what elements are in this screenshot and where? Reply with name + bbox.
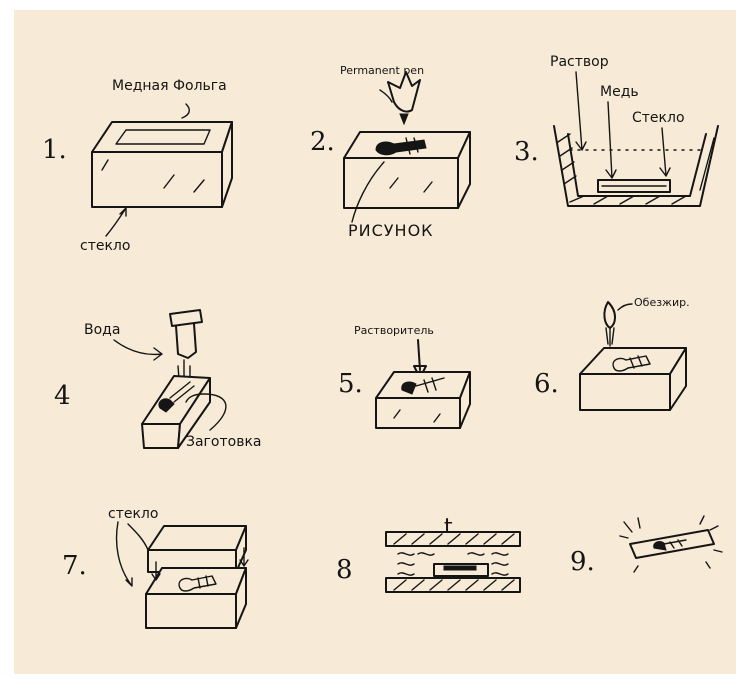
step-2: 2. Permanent pen РИСУНОК — [310, 64, 470, 240]
water-arrow — [114, 340, 162, 360]
step-9: 9. — [570, 516, 722, 577]
copper-label: Медь — [600, 84, 639, 100]
glass-label: стекло — [108, 506, 158, 522]
foil-arrow — [182, 104, 189, 118]
instruction-sheet: 1. Медная Фольга стекло 2. Permanent pen — [14, 10, 736, 674]
solution-label: Раствор — [550, 54, 609, 70]
steps-illustration: 1. Медная Фольга стекло 2. Permanent pen — [14, 10, 736, 674]
tray-icon — [554, 126, 718, 206]
glass-arrow-top — [128, 524, 148, 550]
pen-label: Permanent pen — [340, 64, 424, 77]
step-6-number: 6. — [534, 369, 559, 399]
step-5: 5. Растворитель — [338, 324, 470, 428]
step-1-number: 1. — [42, 135, 67, 165]
solution-arrow — [576, 72, 586, 150]
brush-icon — [604, 302, 615, 346]
glass-block-icon — [344, 132, 470, 208]
water-label: Вода — [84, 322, 120, 338]
step-8: 8 t — [336, 515, 520, 592]
degrease-arrow — [618, 304, 632, 310]
step-3: 3. Раствор Медь Стекло — [514, 54, 718, 206]
step-6: 6. Обезжир. — [534, 296, 690, 410]
degrease-label: Обезжир. — [634, 296, 690, 309]
press-icon — [386, 532, 520, 592]
step-1: 1. Медная Фольга стекло — [42, 78, 232, 254]
drawing-label: РИСУНОК — [348, 221, 434, 240]
bottom-glass-icon — [146, 568, 246, 628]
solvent-label: Растворитель — [354, 324, 434, 337]
glass-arrow — [660, 128, 670, 176]
step-4-number: 4 — [54, 381, 71, 411]
step-7: 7. стекло — [62, 506, 248, 628]
glass-label: Стекло — [632, 110, 685, 126]
step-8-number: 8 — [336, 555, 353, 585]
glass-arrow — [106, 208, 126, 236]
step-2-number: 2. — [310, 127, 335, 157]
blank-label: Заготовка — [186, 434, 261, 450]
step-3-number: 3. — [514, 137, 539, 167]
step-4: 4 Вода Заготовка — [54, 310, 261, 450]
glass-block-icon — [92, 122, 232, 207]
step-7-number: 7. — [62, 551, 87, 581]
step-9-number: 9. — [570, 547, 595, 577]
copper-arrow — [606, 102, 616, 178]
glass-block-icon — [580, 348, 686, 410]
glass-arrow-bottom — [117, 522, 132, 586]
glass-label: стекло — [80, 238, 130, 254]
top-glass-icon — [148, 526, 246, 572]
glass-block-icon — [376, 372, 470, 428]
finished-board-icon — [630, 530, 714, 558]
foil-label: Медная Фольга — [112, 78, 227, 94]
pen-hand-icon — [380, 72, 420, 124]
step-5-number: 5. — [338, 369, 363, 399]
